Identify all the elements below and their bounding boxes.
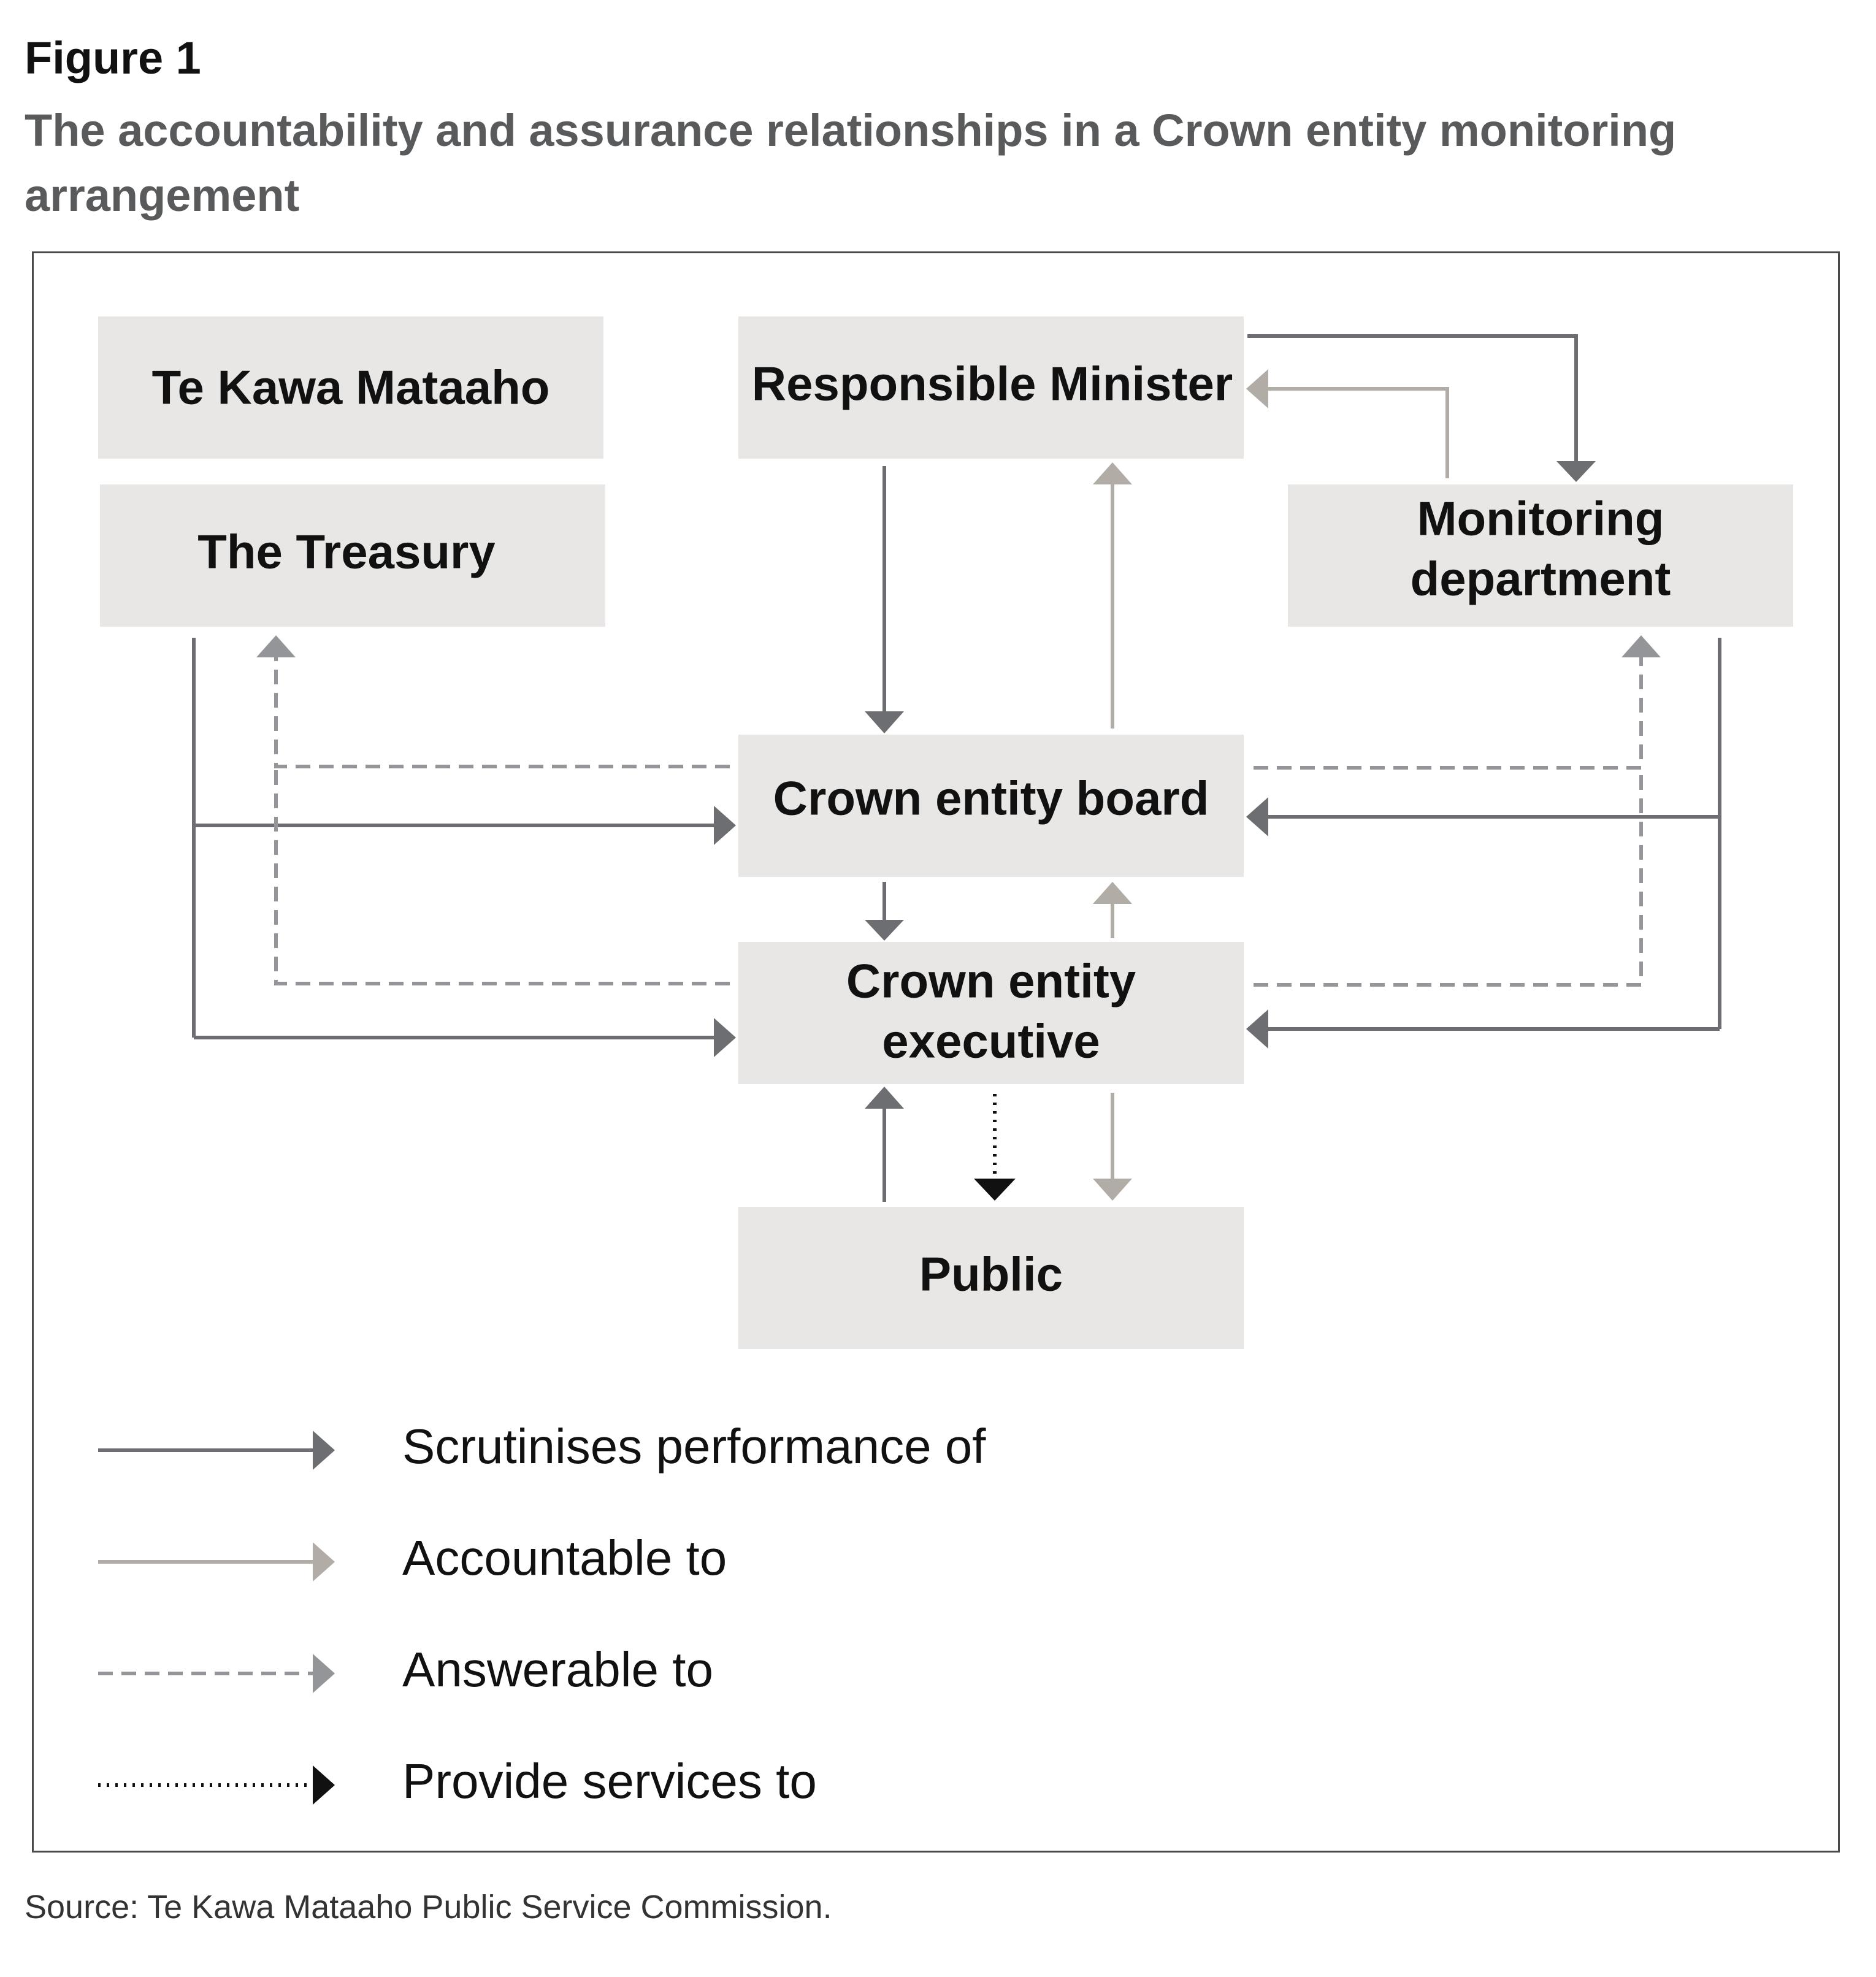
- scrutinises-arrowheads: [714, 461, 1596, 1109]
- diagram-frame: [32, 251, 1840, 1853]
- label-public: Public: [919, 1247, 1063, 1301]
- connector-board-to-monitoring: [1254, 656, 1643, 770]
- label-monitoring-line2: department: [1411, 552, 1671, 606]
- arrowhead-minister-right: [1246, 369, 1268, 408]
- arrowhead-minister-bottom: [1093, 462, 1132, 484]
- legend-arrow-scrutinises: [313, 1431, 335, 1470]
- legend-arrow-accountable: [313, 1542, 335, 1581]
- label-the-treasury: The Treasury: [197, 525, 496, 579]
- arrowhead-monitoring-bottom: [1621, 635, 1661, 657]
- label-crown-entity-board: Crown entity board: [773, 771, 1209, 825]
- box-responsible-minister: Responsible Minister: [738, 316, 1244, 459]
- arrowhead-executive-bottom: [865, 1087, 904, 1109]
- label-executive-line2: executive: [882, 1014, 1100, 1068]
- figure-label: Figure 1: [25, 33, 201, 83]
- arrowhead-executive-top: [865, 920, 904, 941]
- arrowhead-executive-left: [714, 1018, 736, 1057]
- box-monitoring-department: Monitoring department: [1288, 484, 1793, 627]
- arrowhead-treasury: [256, 635, 296, 657]
- connector-minister-to-monitoring: [1247, 334, 1578, 461]
- accountable-arrowheads: [1093, 369, 1268, 1201]
- legend-item-services: Provide services to: [98, 1754, 817, 1808]
- legend-label-services: Provide services to: [402, 1754, 817, 1808]
- arrowhead-executive-right: [1246, 1009, 1268, 1049]
- legend-item-answerable: Answerable to: [98, 1642, 713, 1697]
- connector-executive-to-monitoring: [1254, 768, 1643, 987]
- legend: Scrutinises performance of Accountable t…: [98, 1419, 986, 1808]
- connector-monitoring-to-minister: [1266, 387, 1449, 478]
- legend-arrow-services: [313, 1765, 335, 1805]
- label-responsible-minister: Responsible Minister: [752, 357, 1233, 411]
- source-note: Source: Te Kawa Mataaho Public Service C…: [25, 1889, 832, 1925]
- legend-arrow-answerable: [313, 1654, 335, 1693]
- arrowhead-public-top: [1093, 1179, 1132, 1201]
- legend-item-scrutinises: Scrutinises performance of: [98, 1419, 986, 1474]
- connector-board-to-treasury: [274, 656, 730, 768]
- label-te-kawa-mataaho: Te Kawa Mataaho: [152, 361, 550, 415]
- box-crown-entity-board: Crown entity board: [738, 735, 1244, 877]
- accountable-connectors: [1111, 387, 1449, 1179]
- arrowhead-board-top: [865, 711, 904, 733]
- legend-label-accountable: Accountable to: [402, 1531, 727, 1585]
- figure-title: The accountability and assurance relatio…: [25, 105, 1677, 221]
- label-executive-line1: Crown entity: [846, 954, 1136, 1008]
- arrowhead-board-bottom: [1093, 882, 1132, 904]
- label-monitoring-line1: Monitoring: [1417, 492, 1664, 546]
- connector-executive-to-treasury: [274, 767, 730, 985]
- answerable-connectors: [274, 656, 1643, 987]
- arrowhead-public-services: [974, 1179, 1016, 1201]
- answerable-arrowheads: [256, 635, 1661, 657]
- legend-item-accountable: Accountable to: [98, 1531, 727, 1585]
- box-the-treasury: The Treasury: [100, 484, 605, 627]
- box-te-kawa-mataaho: Te Kawa Mataaho: [98, 316, 603, 459]
- box-crown-entity-executive: Crown entity executive: [738, 942, 1244, 1084]
- legend-label-answerable: Answerable to: [402, 1642, 713, 1697]
- scrutinises-connectors: [192, 334, 1721, 1202]
- arrowhead-monitoring: [1556, 461, 1596, 482]
- arrowhead-board-right: [1246, 797, 1268, 836]
- legend-label-scrutinises: Scrutinises performance of: [402, 1419, 986, 1474]
- arrowhead-board-left: [714, 806, 736, 845]
- box-public: Public: [738, 1207, 1244, 1349]
